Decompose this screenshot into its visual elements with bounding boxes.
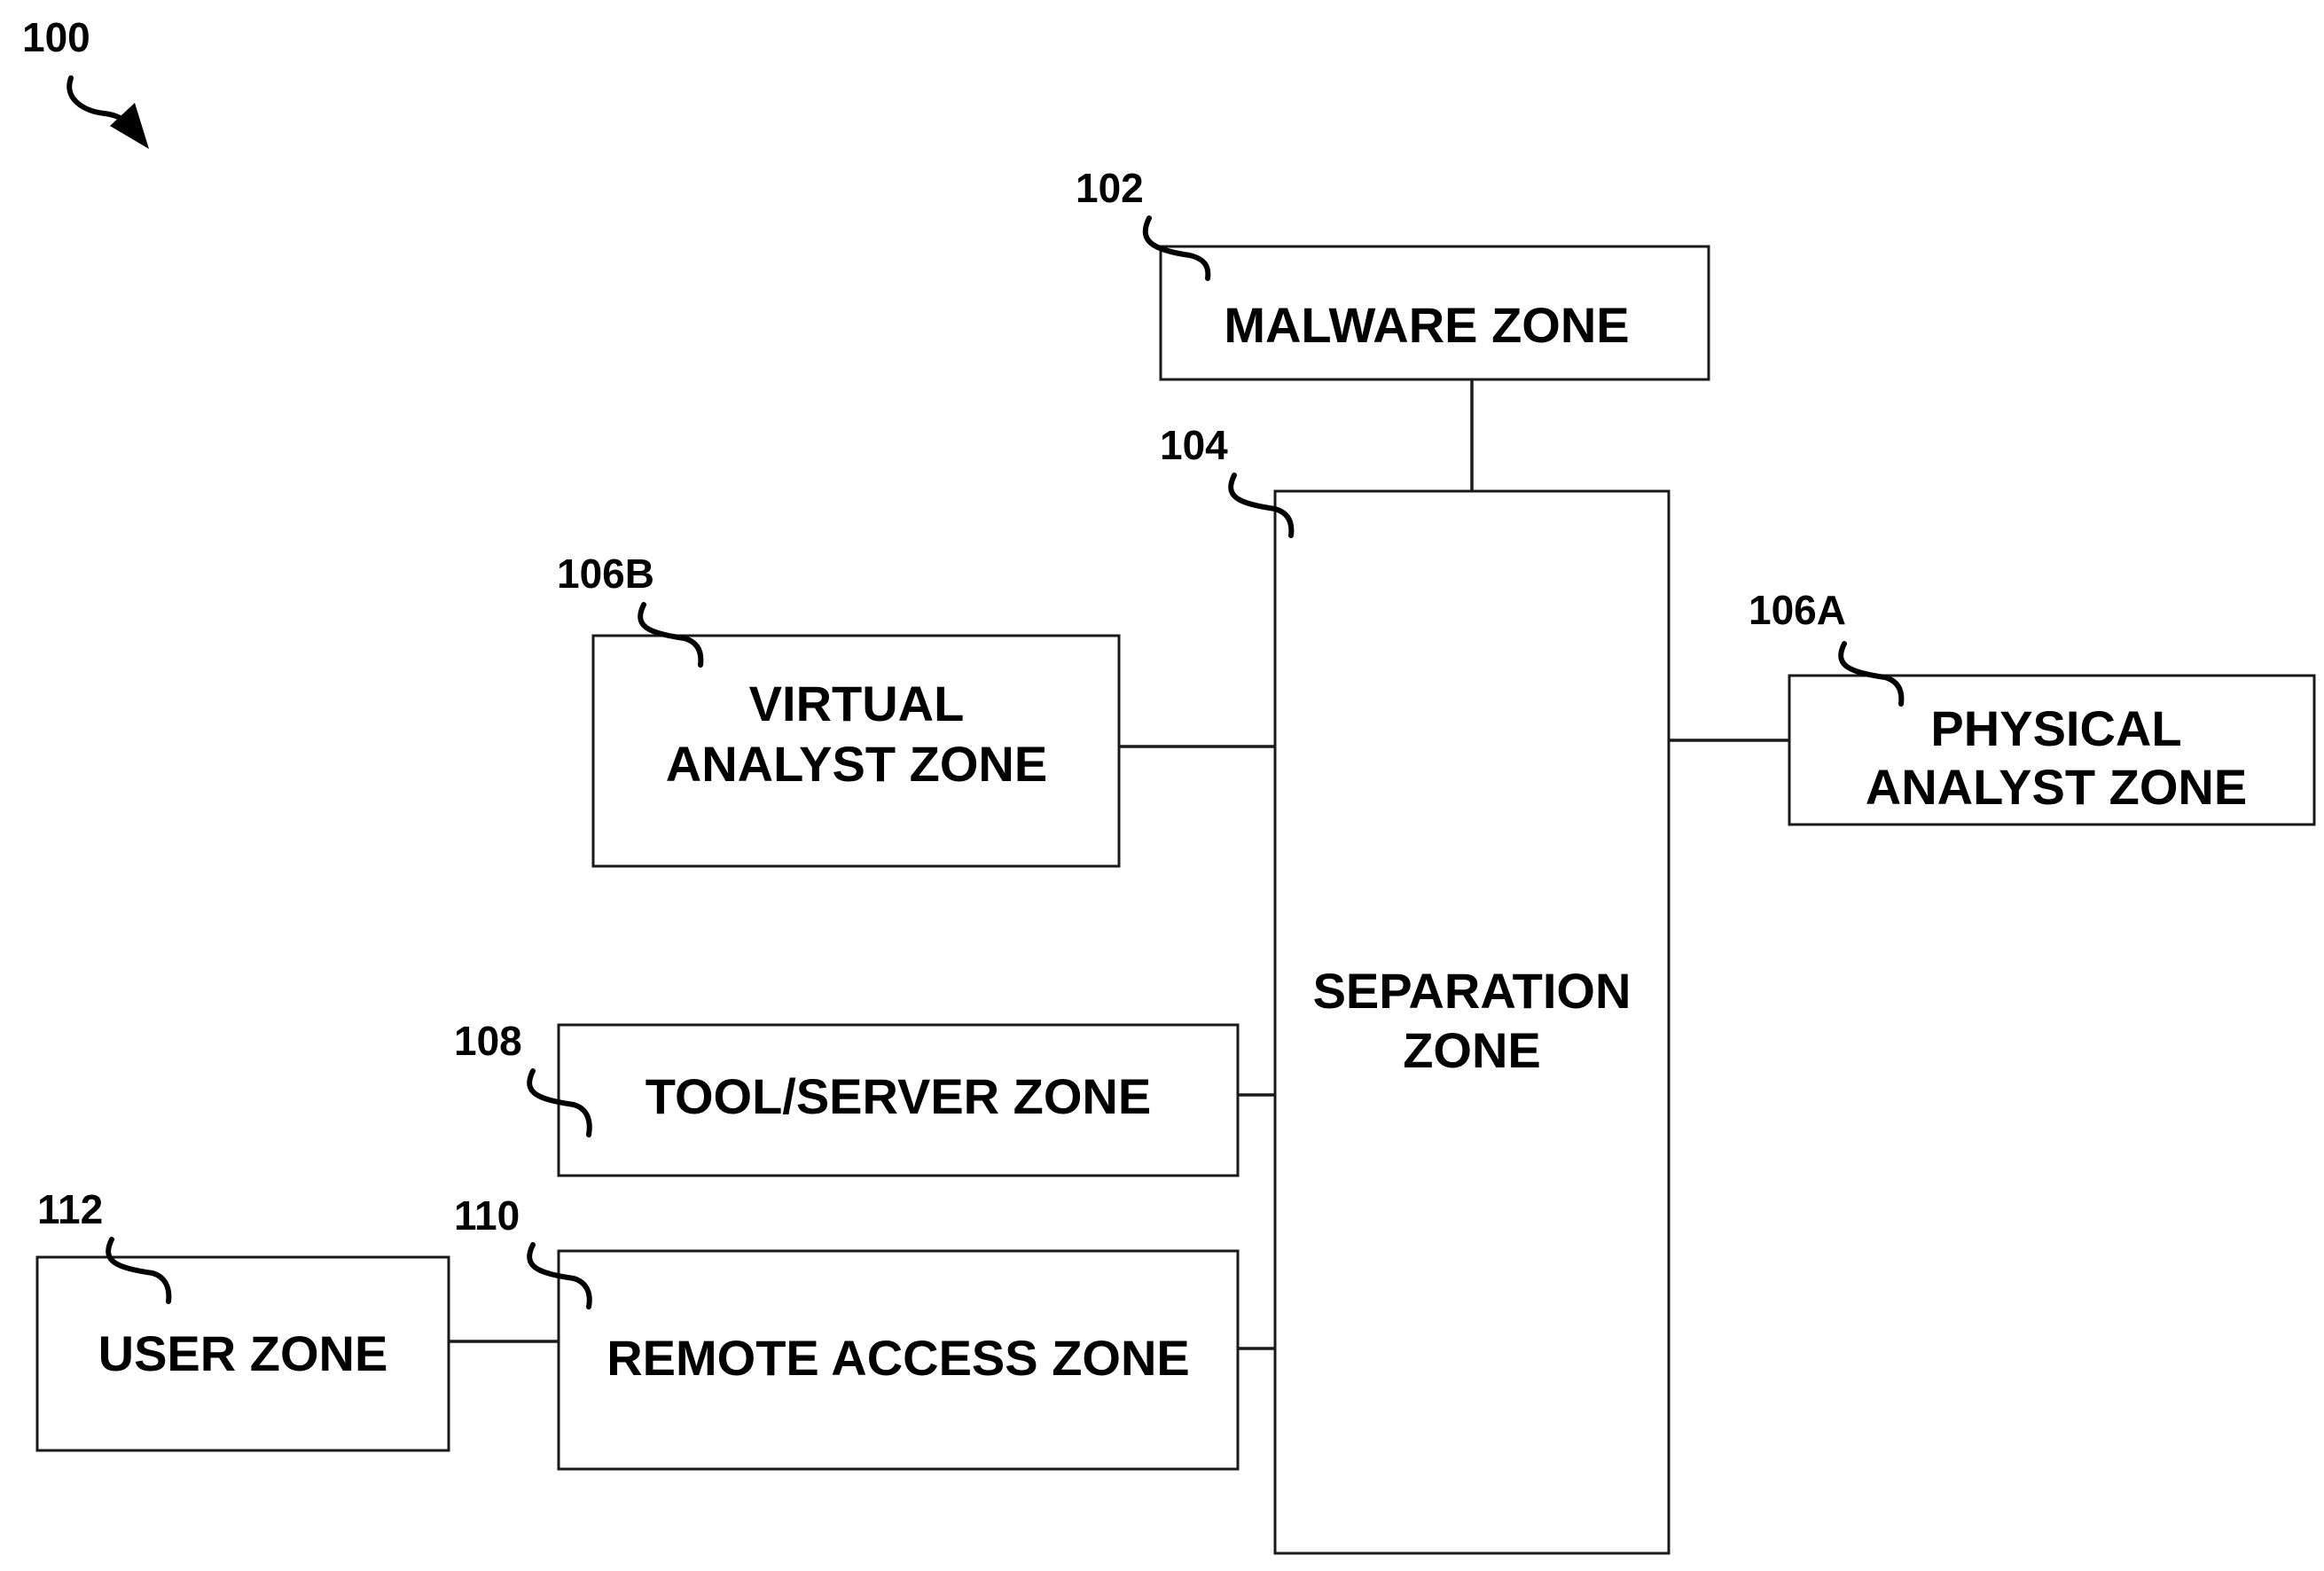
- remote-access-zone-ref: 110: [454, 1192, 520, 1239]
- user-zone-ref: 112: [37, 1186, 103, 1232]
- physical-analyst-zone: PHYSICAL ANALYST ZONE 106A: [1749, 587, 2314, 825]
- user-zone: USER ZONE 112: [37, 1186, 449, 1450]
- malware-zone-label: MALWARE ZONE: [1224, 297, 1629, 353]
- virtual-analyst-zone-ref: 106B: [557, 551, 654, 597]
- physical-analyst-zone-ref: 106A: [1749, 587, 1846, 633]
- user-zone-label: USER ZONE: [98, 1325, 388, 1381]
- figure-ref-arrowhead: [110, 103, 149, 149]
- physical-analyst-zone-label-line1: PHYSICAL: [1930, 700, 2181, 756]
- separation-zone-ref: 104: [1160, 422, 1228, 468]
- figure-ref-label: 100: [22, 14, 90, 60]
- virtual-analyst-zone-label-line2: ANALYST ZONE: [666, 736, 1047, 792]
- tool-server-zone-label: TOOL/SERVER ZONE: [646, 1068, 1151, 1124]
- physical-analyst-zone-label-line2: ANALYST ZONE: [1866, 759, 2247, 815]
- remote-access-zone: REMOTE ACCESS ZONE 110: [454, 1192, 1238, 1469]
- separation-zone-label-line1: SEPARATION: [1313, 963, 1631, 1019]
- remote-access-zone-label: REMOTE ACCESS ZONE: [606, 1330, 1190, 1386]
- malware-zone: MALWARE ZONE 102: [1076, 165, 1709, 379]
- virtual-analyst-zone-label-line1: VIRTUAL: [749, 676, 965, 731]
- tool-server-zone: TOOL/SERVER ZONE 108: [454, 1018, 1238, 1176]
- tool-server-zone-ref: 108: [454, 1018, 522, 1064]
- malware-zone-ref: 102: [1076, 165, 1144, 211]
- virtual-analyst-zone: VIRTUAL ANALYST ZONE 106B: [557, 551, 1119, 866]
- separation-zone-label-line2: ZONE: [1403, 1022, 1541, 1078]
